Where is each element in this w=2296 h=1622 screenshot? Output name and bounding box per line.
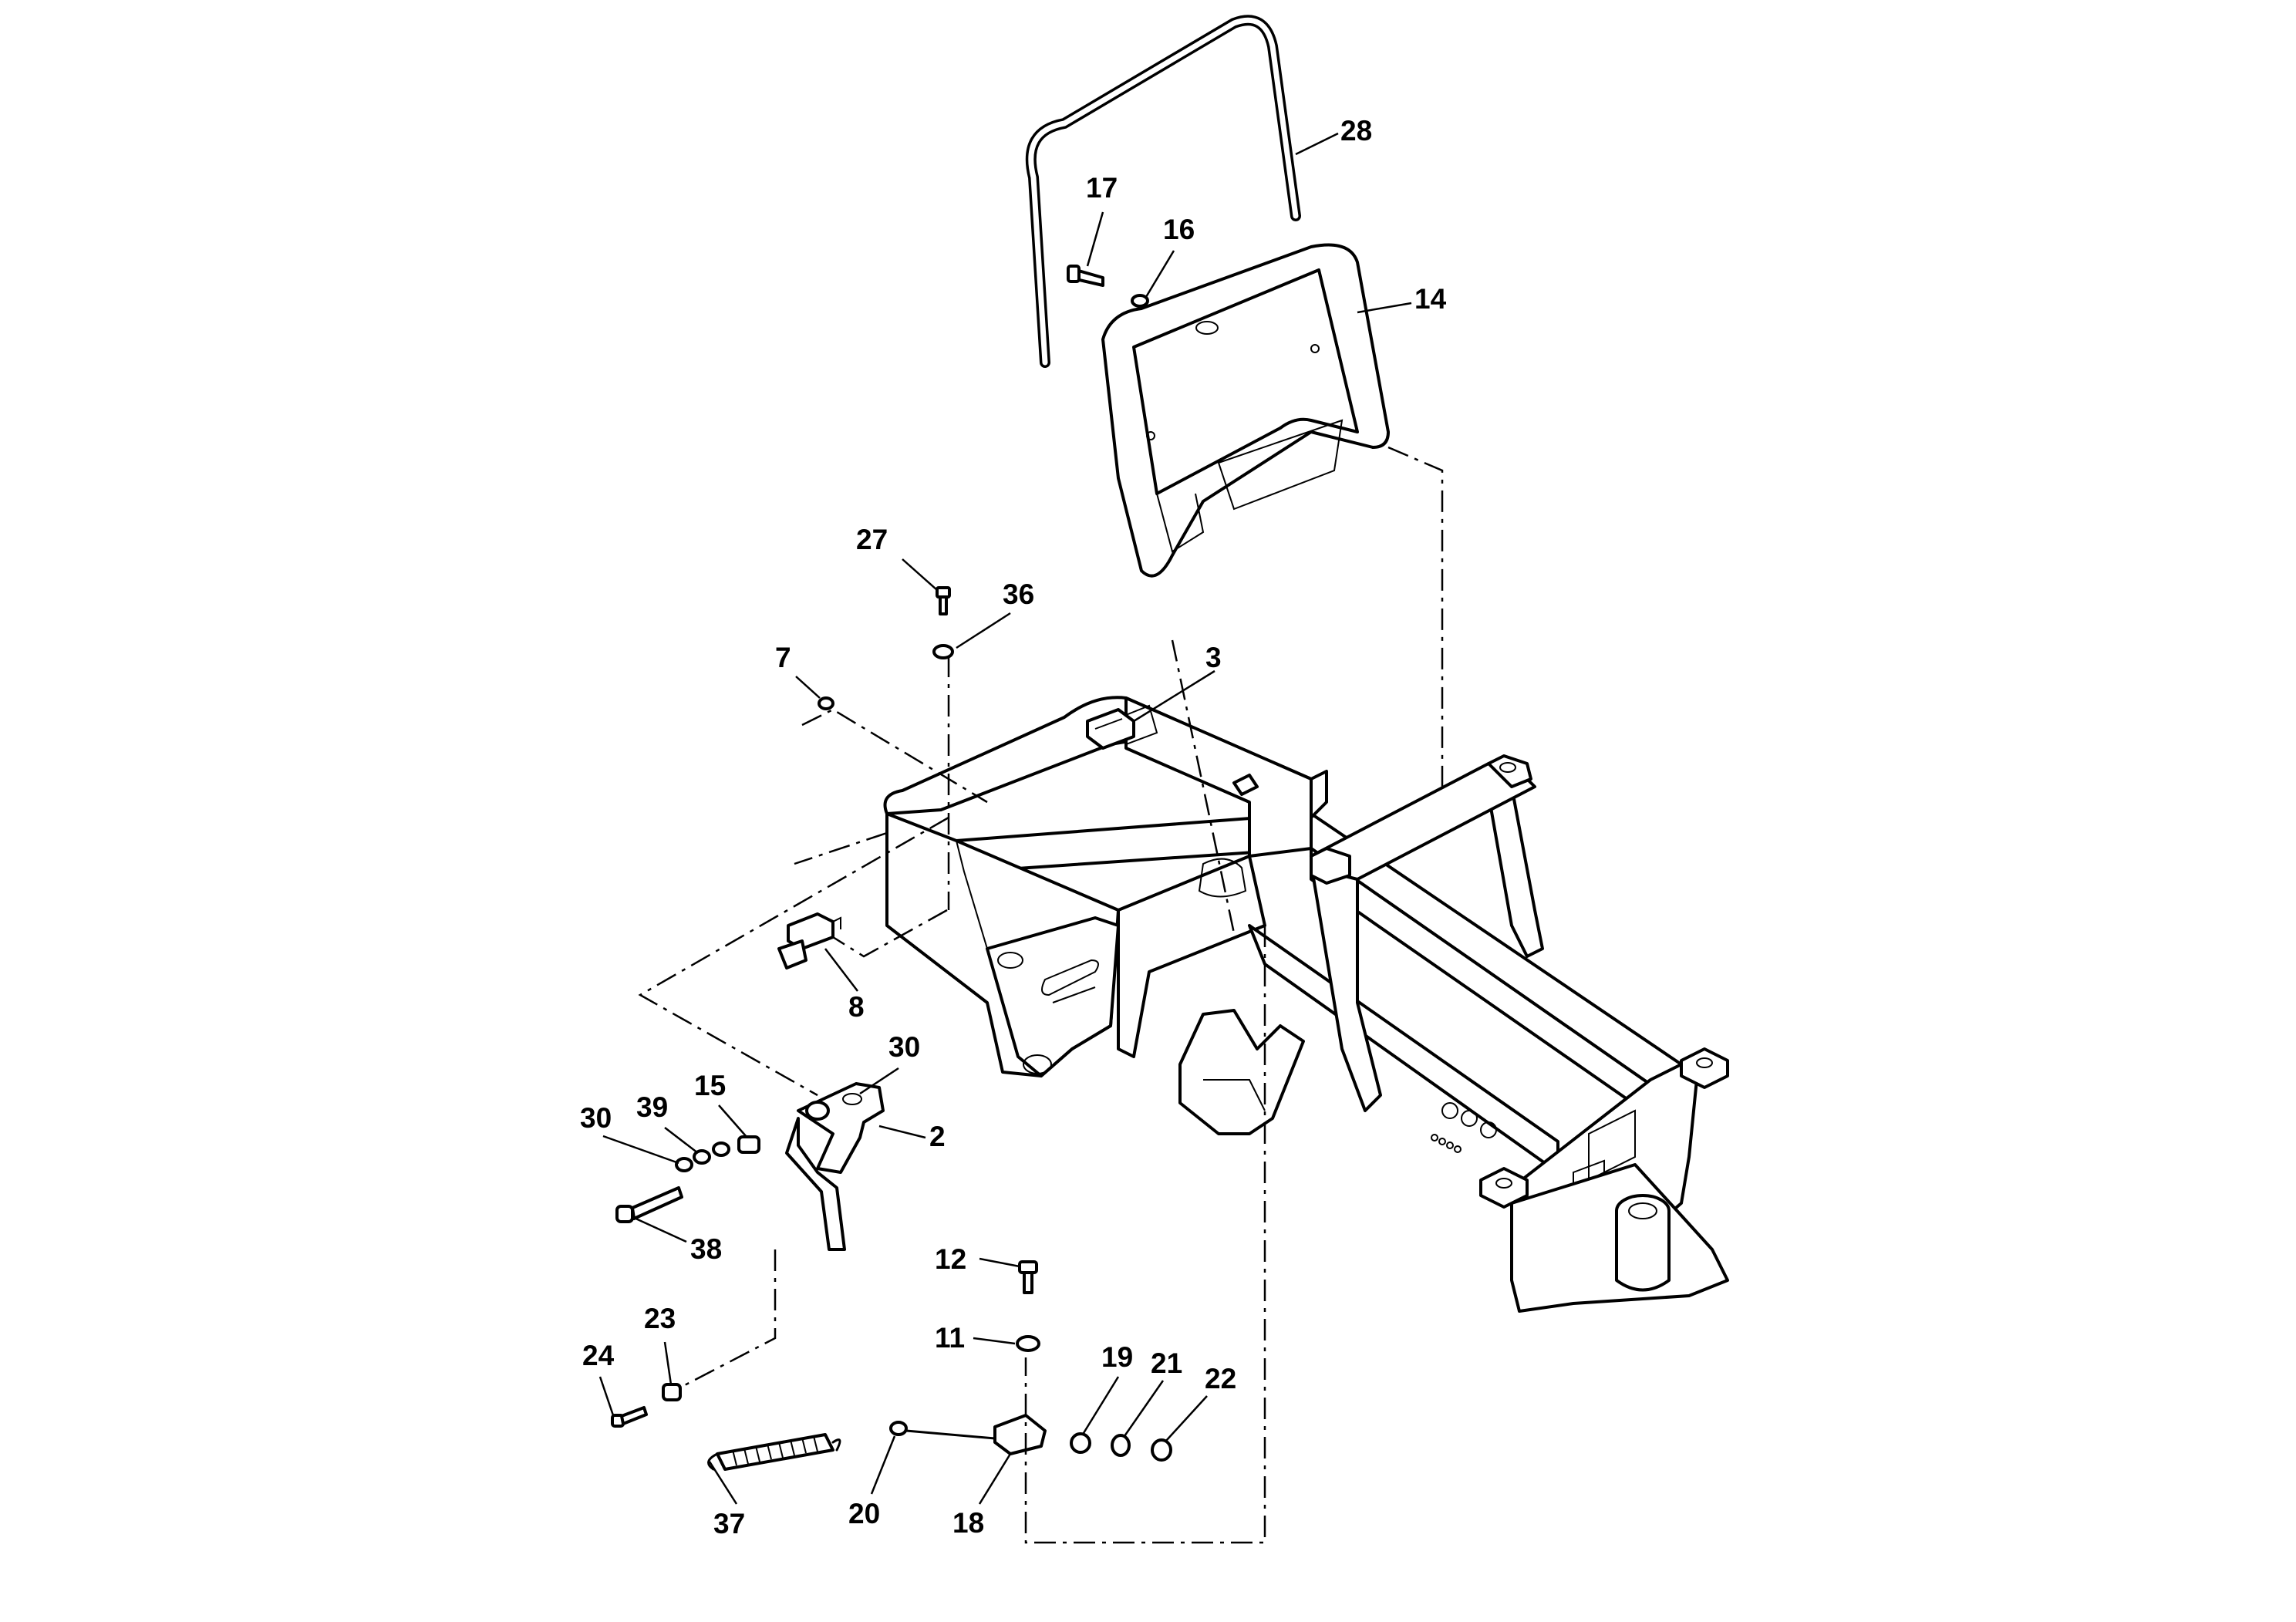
part-36-washer	[932, 644, 954, 659]
callout-27: 27	[856, 524, 888, 555]
part-18-rod-clip	[993, 1414, 1047, 1455]
callout-21: 21	[1151, 1347, 1182, 1379]
part-12-bolt	[1018, 1260, 1038, 1294]
part-20-rod-end	[889, 1421, 996, 1440]
part-15-spacer	[737, 1135, 760, 1154]
callout-14: 14	[1414, 283, 1447, 315]
callout-11: 11	[935, 1322, 965, 1354]
callout-22: 22	[1205, 1363, 1236, 1394]
part-11-washer	[1016, 1335, 1040, 1352]
part-37-spring	[707, 1433, 841, 1471]
callout-30-upper: 30	[888, 1031, 920, 1063]
part-23-spring-anchor	[662, 1383, 682, 1401]
callout-12: 12	[935, 1243, 966, 1275]
part-24-bolt	[611, 1406, 648, 1428]
callout-17: 17	[1086, 172, 1118, 204]
callout-36: 36	[1003, 578, 1034, 610]
callout-15: 15	[694, 1070, 726, 1101]
part-30-washer	[675, 1157, 693, 1172]
part-38-bolt	[615, 1186, 683, 1223]
assembly-lines	[638, 446, 1444, 1544]
callout-23: 23	[644, 1303, 676, 1334]
part-8-bracket	[777, 912, 841, 969]
chassis-frame	[883, 696, 1729, 1313]
callout-18: 18	[952, 1507, 984, 1539]
callout-38: 38	[690, 1233, 722, 1265]
part-2-pedal-lever	[785, 1082, 885, 1251]
callout-labels: 28 17 16 14 27 36 7 3 8 30 15 39 30 2 38…	[580, 115, 1447, 1539]
part-22-nut	[1151, 1438, 1172, 1462]
part-14-seat-pan	[1101, 243, 1390, 578]
callout-2: 2	[929, 1121, 946, 1152]
part-21-washer	[1111, 1434, 1131, 1457]
callout-19: 19	[1101, 1341, 1133, 1373]
callout-20: 20	[848, 1498, 880, 1529]
part-19-bushing	[1070, 1432, 1091, 1454]
callout-37: 37	[713, 1508, 745, 1539]
part-28-tube-frame	[1025, 15, 1301, 368]
callout-16: 16	[1163, 214, 1195, 245]
leader-lines	[598, 132, 1412, 1505]
callout-7: 7	[775, 642, 791, 673]
callout-24: 24	[582, 1340, 615, 1371]
part-27-bolt	[936, 586, 951, 615]
part-7-nut	[818, 696, 834, 710]
callout-3: 3	[1205, 642, 1222, 673]
callout-39: 39	[636, 1091, 668, 1123]
callout-28: 28	[1340, 115, 1372, 147]
callout-30-lower: 30	[580, 1102, 612, 1134]
part-39-washers	[693, 1141, 730, 1165]
part-17-bolt	[1067, 265, 1104, 287]
callout-8: 8	[848, 991, 865, 1023]
part-16-washer	[1131, 294, 1149, 308]
